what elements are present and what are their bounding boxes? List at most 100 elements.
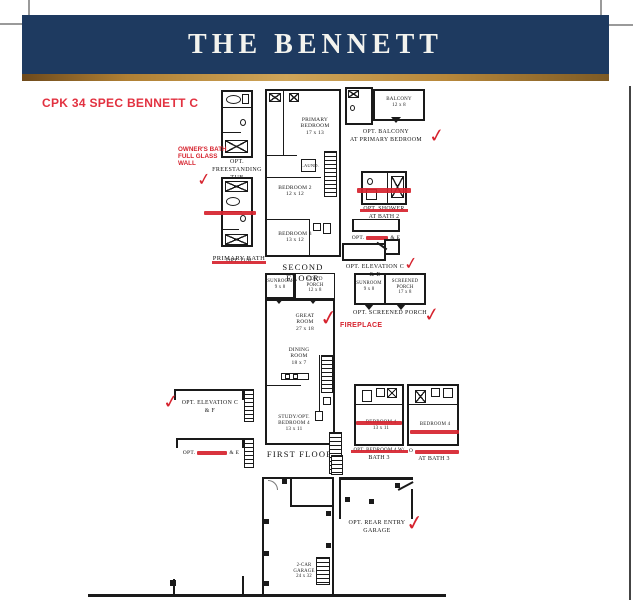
entry-fixture bbox=[315, 411, 323, 421]
spec-label: CPK 34 SPEC BENNETT C bbox=[42, 96, 199, 110]
wall-segment bbox=[309, 219, 311, 257]
post bbox=[369, 499, 374, 504]
caption-prefix: OPT. bbox=[182, 450, 196, 456]
wall-segment bbox=[267, 155, 297, 157]
tub-fixture bbox=[226, 197, 240, 206]
caption-opt-elevation-c-f: OPT. ELEVATION C & F bbox=[181, 400, 239, 414]
plan-opt-shower-bath3: BEDROOM 4 bbox=[407, 384, 459, 446]
plan-opt-elevation-c-f bbox=[174, 389, 244, 400]
closet-x bbox=[269, 93, 281, 102]
plan-second-floor: PRIMARY BEDROOM 17 x 13 LAUND. BEDROOM 2… bbox=[265, 89, 341, 257]
kitchen-fixture bbox=[285, 374, 290, 379]
post bbox=[326, 511, 331, 516]
post bbox=[345, 497, 350, 502]
door-notch bbox=[396, 304, 406, 310]
wall-segment bbox=[384, 273, 386, 305]
room-sunroom: SUNROOM 9 x 8 bbox=[267, 279, 293, 290]
caption-second-floor: SECOND FLOOR bbox=[282, 262, 324, 284]
red-redaction-bar bbox=[366, 236, 389, 240]
red-redaction-bar bbox=[197, 451, 228, 455]
stairs-to-garage bbox=[331, 455, 343, 475]
plan-opt-freestanding-tub bbox=[221, 90, 253, 158]
caption-first-floor: FIRST FLOOR bbox=[266, 449, 334, 459]
room-balcony: BALCONY 12 x 8 bbox=[386, 97, 412, 108]
fixture bbox=[242, 94, 249, 104]
checkmark-owners-bath: ✓ bbox=[195, 169, 213, 191]
note-fireplace: FIREPLACE bbox=[340, 322, 383, 329]
closet-x bbox=[289, 93, 299, 102]
wall-segment bbox=[339, 477, 413, 480]
crop-mark bbox=[0, 23, 23, 25]
closet-x bbox=[391, 176, 404, 198]
room-primary-bedroom: PRIMARY BEDROOM 17 x 13 bbox=[300, 117, 330, 136]
entry-fixture bbox=[323, 397, 331, 405]
post bbox=[264, 519, 269, 524]
main-outline bbox=[265, 299, 335, 445]
wall-segment bbox=[411, 489, 413, 519]
plan-garage: 2-CAR GARAGE 24 x 32 bbox=[262, 477, 334, 594]
caption-primary-bath: PRIMARY BATH bbox=[212, 255, 266, 262]
caption-line: AT BATH 3 bbox=[418, 456, 450, 463]
caption-opt-balcony: OPT. BALCONY AT PRIMARY BEDROOM bbox=[350, 129, 422, 143]
plan-opt-bedroom4-bath3: BEDROOM 4 13 x 11 bbox=[354, 384, 404, 446]
stairs bbox=[244, 389, 254, 422]
red-strike-bedroom4-b bbox=[410, 430, 459, 434]
checkmark-opt-screened-porch: ✓ bbox=[422, 303, 442, 328]
door-notch bbox=[274, 298, 284, 304]
caption-opt-shower-bath2: OPT. SHOWER AT BATH 2 bbox=[355, 206, 413, 221]
caption-line: AT BATH 2 bbox=[368, 213, 400, 220]
plan-opt-rear-garage bbox=[339, 477, 414, 519]
caption-prefix: OPT. bbox=[351, 235, 365, 241]
plan-opt-elevation-b-e-left bbox=[176, 438, 244, 448]
checkmark-opt-balcony: ✓ bbox=[427, 124, 447, 149]
caption-line: BATH 3 bbox=[368, 455, 390, 461]
laundry-closet bbox=[301, 159, 316, 172]
stairs bbox=[321, 355, 333, 393]
wall-stub bbox=[242, 576, 244, 595]
caption-prefix: O bbox=[408, 448, 414, 454]
door-notch bbox=[364, 304, 374, 310]
wall-segment bbox=[267, 219, 309, 221]
red-strike-bedroom4 bbox=[356, 421, 402, 425]
toilet-fixture bbox=[240, 119, 246, 126]
red-strike-primary-bath bbox=[204, 211, 256, 215]
bath-fixture bbox=[443, 388, 453, 398]
checkmark-opt-elevation-c-e: ✓ bbox=[402, 253, 420, 275]
room-screened-porch: SCREENED PORCH 17 x 8 bbox=[391, 279, 419, 296]
room-bedroom-3: BEDROOM 3 13 x 12 bbox=[278, 231, 312, 244]
caption-opt-screened-porch: OPT. SCREENED PORCH bbox=[353, 310, 427, 316]
page-title: THE BENNETT bbox=[188, 28, 443, 60]
stairs bbox=[316, 557, 330, 585]
closet-x bbox=[225, 181, 248, 192]
kitchen-island bbox=[281, 373, 309, 380]
wall-segment bbox=[223, 107, 251, 109]
checkmark-opt-elevation-c-f: ✓ bbox=[161, 390, 181, 415]
toilet-fixture bbox=[367, 178, 373, 185]
caption-line-struck: OPT. SHOWER bbox=[360, 206, 408, 212]
note-owners-bath: OWNER'S BATH FULL GLASS WALL bbox=[178, 146, 227, 168]
bath-block bbox=[345, 87, 373, 125]
bath-fixture bbox=[431, 388, 440, 397]
room-laundry: LAUND. bbox=[301, 163, 320, 168]
wall-segment bbox=[356, 404, 402, 406]
room-bedroom-2: BEDROOM 2 12 x 12 bbox=[278, 185, 312, 198]
wall-stub bbox=[173, 579, 175, 595]
room-sunroom: SUNROOM 9 x 8 bbox=[356, 281, 382, 292]
plan-opt-elevation-c-e bbox=[342, 243, 386, 261]
caption-opt-bedroom4-bath3: OPT. BEDROOM 4 W/ BATH 3 bbox=[350, 447, 408, 462]
door-notch bbox=[308, 298, 318, 304]
room-study: STUDY/OPT. BEDROOM 4 13 x 11 bbox=[278, 414, 310, 432]
post bbox=[282, 479, 287, 484]
page-border-right bbox=[629, 86, 631, 600]
caption-line-struck: OPT. BEDROOM 4 W/ bbox=[350, 448, 408, 453]
red-redaction-bar bbox=[415, 449, 460, 454]
post bbox=[170, 580, 176, 586]
kitchen-fixture bbox=[293, 374, 298, 379]
room-covd-porch: COV'D PORCH 12 x 8 bbox=[306, 277, 324, 294]
room-great-room: GREAT ROOM 27 x 18 bbox=[295, 313, 315, 332]
door-notch bbox=[391, 117, 401, 123]
door-arc bbox=[268, 480, 278, 490]
crop-mark bbox=[28, 0, 30, 17]
caption-opt-rear-garage: OPT. REAR ENTRY GARAGE bbox=[348, 520, 406, 534]
